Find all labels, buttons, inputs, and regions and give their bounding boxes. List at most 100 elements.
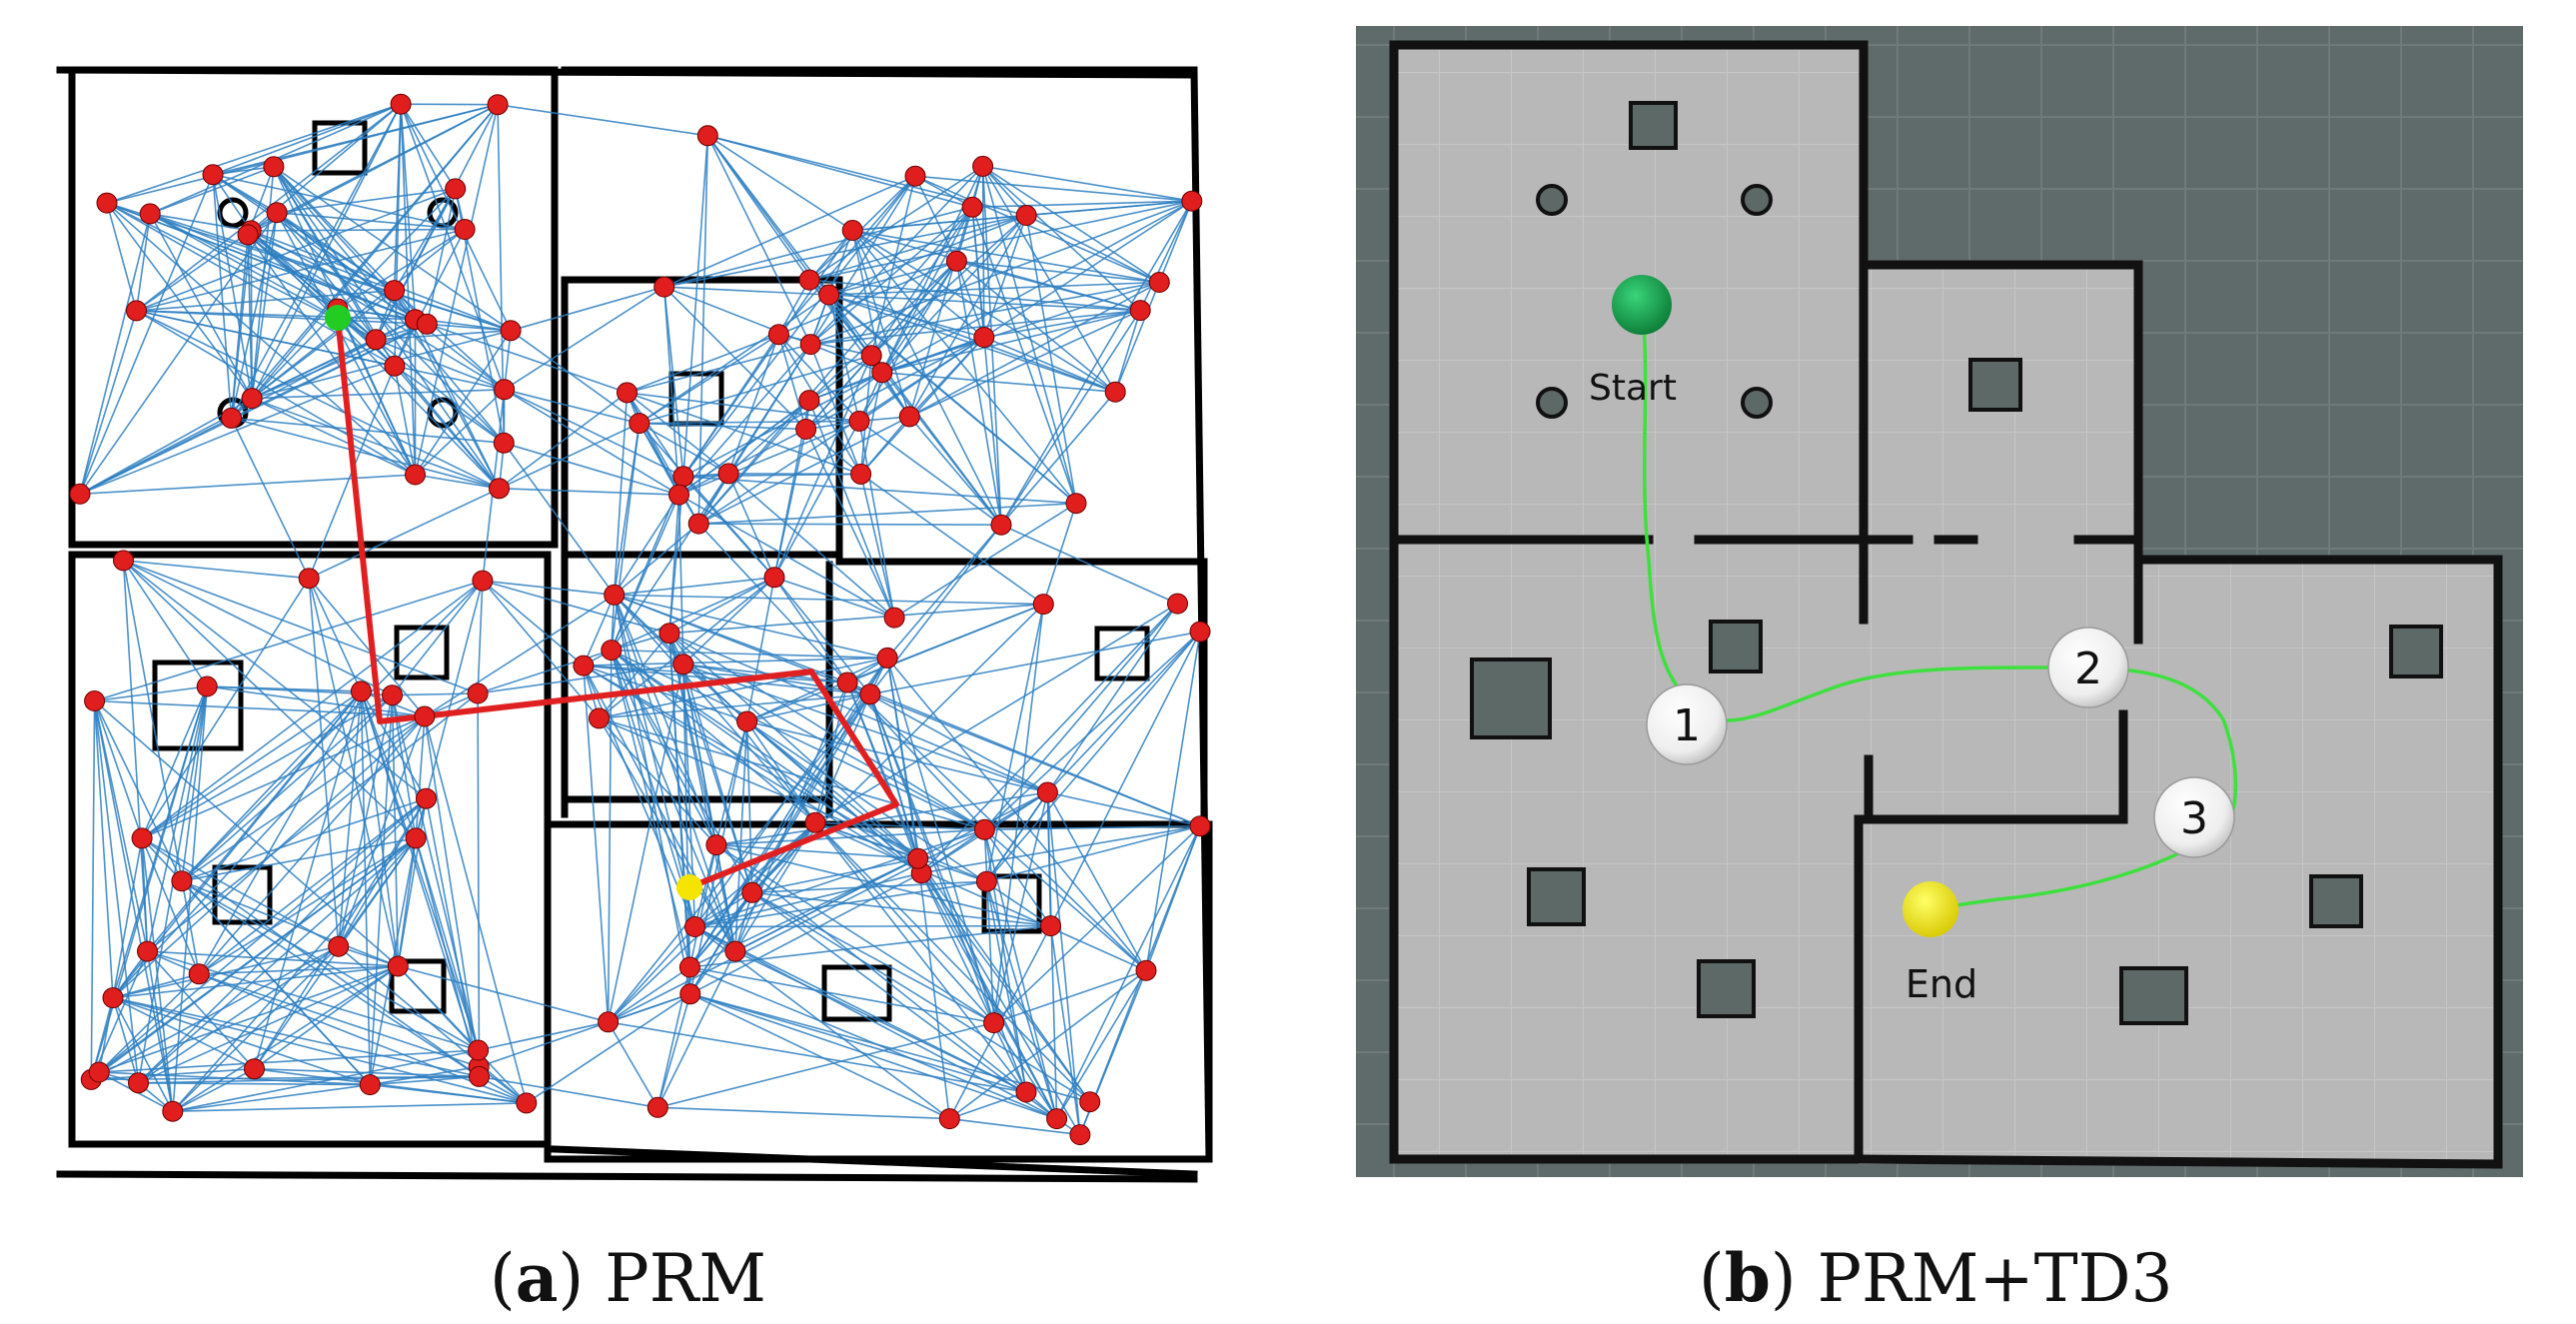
roadmap-edge <box>682 135 709 477</box>
roadmap-edge <box>1145 631 1201 971</box>
roadmap-edge <box>141 578 310 839</box>
roadmap-node <box>876 647 898 668</box>
roadmap-edge <box>1000 391 1116 526</box>
roadmap-edge <box>510 286 664 332</box>
roadmap-edge <box>846 681 1147 971</box>
roadmap-edge <box>504 389 684 478</box>
roadmap-node <box>69 483 91 505</box>
roadmap-edge <box>497 103 708 137</box>
roadmap-edge <box>112 996 480 1078</box>
roadmap-edge <box>1055 825 1201 1119</box>
roadmap-edge <box>677 495 684 664</box>
roadmap-edge <box>992 604 1045 1023</box>
roadmap-edge <box>482 580 670 635</box>
roadmap-edge <box>250 230 377 341</box>
roadmap-node <box>983 1012 1005 1034</box>
roadmap-edge <box>337 228 466 310</box>
roadmap-edge <box>424 594 616 717</box>
roadmap-edge <box>391 580 484 696</box>
roadmap-node <box>384 355 406 377</box>
roadmap-edge <box>415 837 480 1051</box>
roadmap-node <box>241 388 263 410</box>
roadmap-edge <box>499 392 628 490</box>
roadmap-edge <box>949 1091 1027 1120</box>
roadmap-edge <box>181 837 417 882</box>
roadmap-edge <box>808 279 1077 505</box>
roadmap-edge <box>613 595 736 952</box>
roadmap-edge <box>370 1083 527 1104</box>
roadmap-edge <box>627 392 860 423</box>
roadmap-edge <box>715 843 995 1024</box>
roadmap-edge <box>308 578 363 692</box>
roadmap-edge <box>608 925 696 1023</box>
roadmap-edge <box>598 633 670 719</box>
roadmap-edge <box>611 649 985 831</box>
roadmap-node <box>188 963 210 985</box>
roadmap-edge <box>983 828 1052 927</box>
roadmap-edge <box>627 333 779 394</box>
roadmap-edge <box>400 103 506 391</box>
roadmap-edge <box>1026 200 1192 217</box>
roadmap-edge <box>746 720 1048 793</box>
roadmap-node <box>850 463 872 485</box>
roadmap-edge <box>707 135 973 209</box>
roadmap-edge <box>727 473 895 619</box>
roadmap-edge <box>172 1083 371 1112</box>
roadmap-edge <box>99 1049 479 1073</box>
roadmap-edge <box>693 821 816 928</box>
roadmap-edge <box>639 420 860 425</box>
roadmap-edge <box>90 945 340 1081</box>
roadmap-edge <box>276 212 505 444</box>
roadmap-node <box>972 155 994 177</box>
roadmap-edge <box>136 310 428 326</box>
roadmap-edge <box>397 965 528 1104</box>
panel-b-start-label: Start <box>1589 368 1677 409</box>
roadmap-edge <box>392 692 479 696</box>
roadmap-edge <box>250 230 512 332</box>
roadmap-edge <box>370 1065 480 1086</box>
roadmap-edge <box>614 594 848 683</box>
roadmap-node <box>266 202 288 224</box>
roadmap-node <box>798 390 820 412</box>
roadmap-edge <box>971 207 985 338</box>
roadmap-edge <box>814 821 995 1024</box>
roadmap-node <box>658 623 680 645</box>
roadmap-edge <box>828 260 957 296</box>
obstacle-square <box>821 964 892 1022</box>
roadmap-edge <box>983 828 1147 971</box>
obstacle-square <box>1470 658 1552 739</box>
roadmap-edge <box>627 392 861 476</box>
roadmap-edge <box>583 594 616 666</box>
roadmap-edge <box>94 685 208 702</box>
roadmap-edge <box>916 857 1058 1119</box>
roadmap-edge <box>599 657 888 719</box>
roadmap-edge <box>251 397 500 490</box>
roadmap-node <box>171 870 193 892</box>
roadmap-edge <box>881 200 1193 374</box>
roadmap-edge <box>112 965 399 999</box>
roadmap-node <box>96 192 118 214</box>
roadmap-edge <box>181 715 426 882</box>
roadmap-edge <box>426 188 457 325</box>
roadmap-edge <box>93 700 149 952</box>
roadmap-edge <box>1049 631 1201 926</box>
roadmap-edge <box>273 166 505 444</box>
roadmap-edge <box>147 950 399 967</box>
roadmap-node <box>137 940 158 962</box>
roadmap-edge <box>808 214 1027 281</box>
roadmap-node <box>646 1096 668 1118</box>
roadmap-edge <box>688 844 717 968</box>
roadmap-edge <box>694 880 987 928</box>
roadmap-edge <box>611 649 888 660</box>
roadmap-edge <box>93 700 143 839</box>
roadmap-edge <box>810 309 1141 346</box>
roadmap-edge <box>992 1022 1058 1120</box>
roadmap-node <box>467 682 489 704</box>
roadmap-edge <box>858 260 958 422</box>
roadmap-node <box>598 1011 620 1033</box>
roadmap-edge <box>814 821 1027 1093</box>
roadmap-edge <box>778 260 957 336</box>
roadmap-node <box>445 178 467 200</box>
roadmap-node <box>328 935 350 957</box>
roadmap-edge <box>656 993 691 1108</box>
